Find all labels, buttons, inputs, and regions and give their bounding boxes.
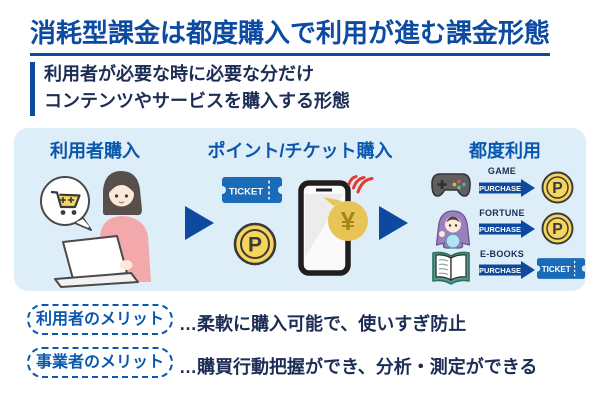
point-coin-icon: P xyxy=(233,222,277,266)
yen-bubble-icon: ¥ xyxy=(323,197,368,241)
ticket-icon: TICKET xyxy=(222,177,282,203)
purchase-label: PURCHASE xyxy=(479,266,521,275)
merit-description-business: …購買行動把握ができ、分析・測定ができる xyxy=(179,357,538,377)
point-coin-icon: P xyxy=(541,171,574,204)
point-symbol: P xyxy=(248,234,262,257)
game-controller-icon xyxy=(431,173,471,197)
purchase-arrow: PURCHASE xyxy=(479,261,535,279)
point-coin-icon: P xyxy=(541,212,574,245)
purchase-label: PURCHASE xyxy=(479,225,521,234)
step-label-per-use: 都度利用 xyxy=(469,141,541,161)
purchase-label: PURCHASE xyxy=(479,184,521,193)
flow-arrow-icon xyxy=(185,206,214,240)
ebook-icon xyxy=(432,251,470,285)
point-symbol: P xyxy=(552,180,563,197)
merit-badge-user: 利用者のメリット xyxy=(27,304,173,335)
fortune-teller-icon xyxy=(435,210,471,249)
merit-description-user: …柔軟に購入可能で、使いすぎ防止 xyxy=(179,314,467,334)
step-label-point-ticket-purchase: ポイント/チケット購入 xyxy=(207,141,393,161)
purchase-arrow: PURCHASE xyxy=(479,220,535,238)
ticket-label: TICKET xyxy=(229,187,264,198)
yen-symbol: ¥ xyxy=(341,206,356,236)
woman-shopping-illustration xyxy=(40,171,151,288)
subtitle-block: 利用者が必要な時に必要な分だけ コンテンツやサービスを購入する形態 xyxy=(44,61,350,115)
subtitle-line-2: コンテンツやサービスを購入する形態 xyxy=(44,91,350,111)
merit-badge-business: 事業者のメリット xyxy=(27,347,173,378)
subtitle-accent-bar xyxy=(30,62,35,116)
ticket-icon: TICKET xyxy=(537,258,585,279)
usage-item-name: E-BOOKS xyxy=(479,249,525,259)
usage-item-name: FORTUNE xyxy=(479,208,525,218)
usage-item-name: GAME xyxy=(487,166,517,176)
point-symbol: P xyxy=(552,221,563,238)
ticket-label: TICKET xyxy=(542,265,571,274)
page-title: 消耗型課金は都度購入で利用が進む課金形態 xyxy=(30,13,551,56)
purchase-arrow: PURCHASE xyxy=(479,179,535,197)
step-label-user-purchase: 利用者購入 xyxy=(50,141,140,161)
signal-waves-icon xyxy=(347,175,374,194)
cart-icon xyxy=(50,190,81,215)
subtitle-line-1: 利用者が必要な時に必要な分だけ xyxy=(44,64,314,84)
smartphone-icon: ¥ xyxy=(298,175,374,276)
laptop-icon xyxy=(54,235,139,288)
flow-arrow-icon xyxy=(379,206,408,240)
